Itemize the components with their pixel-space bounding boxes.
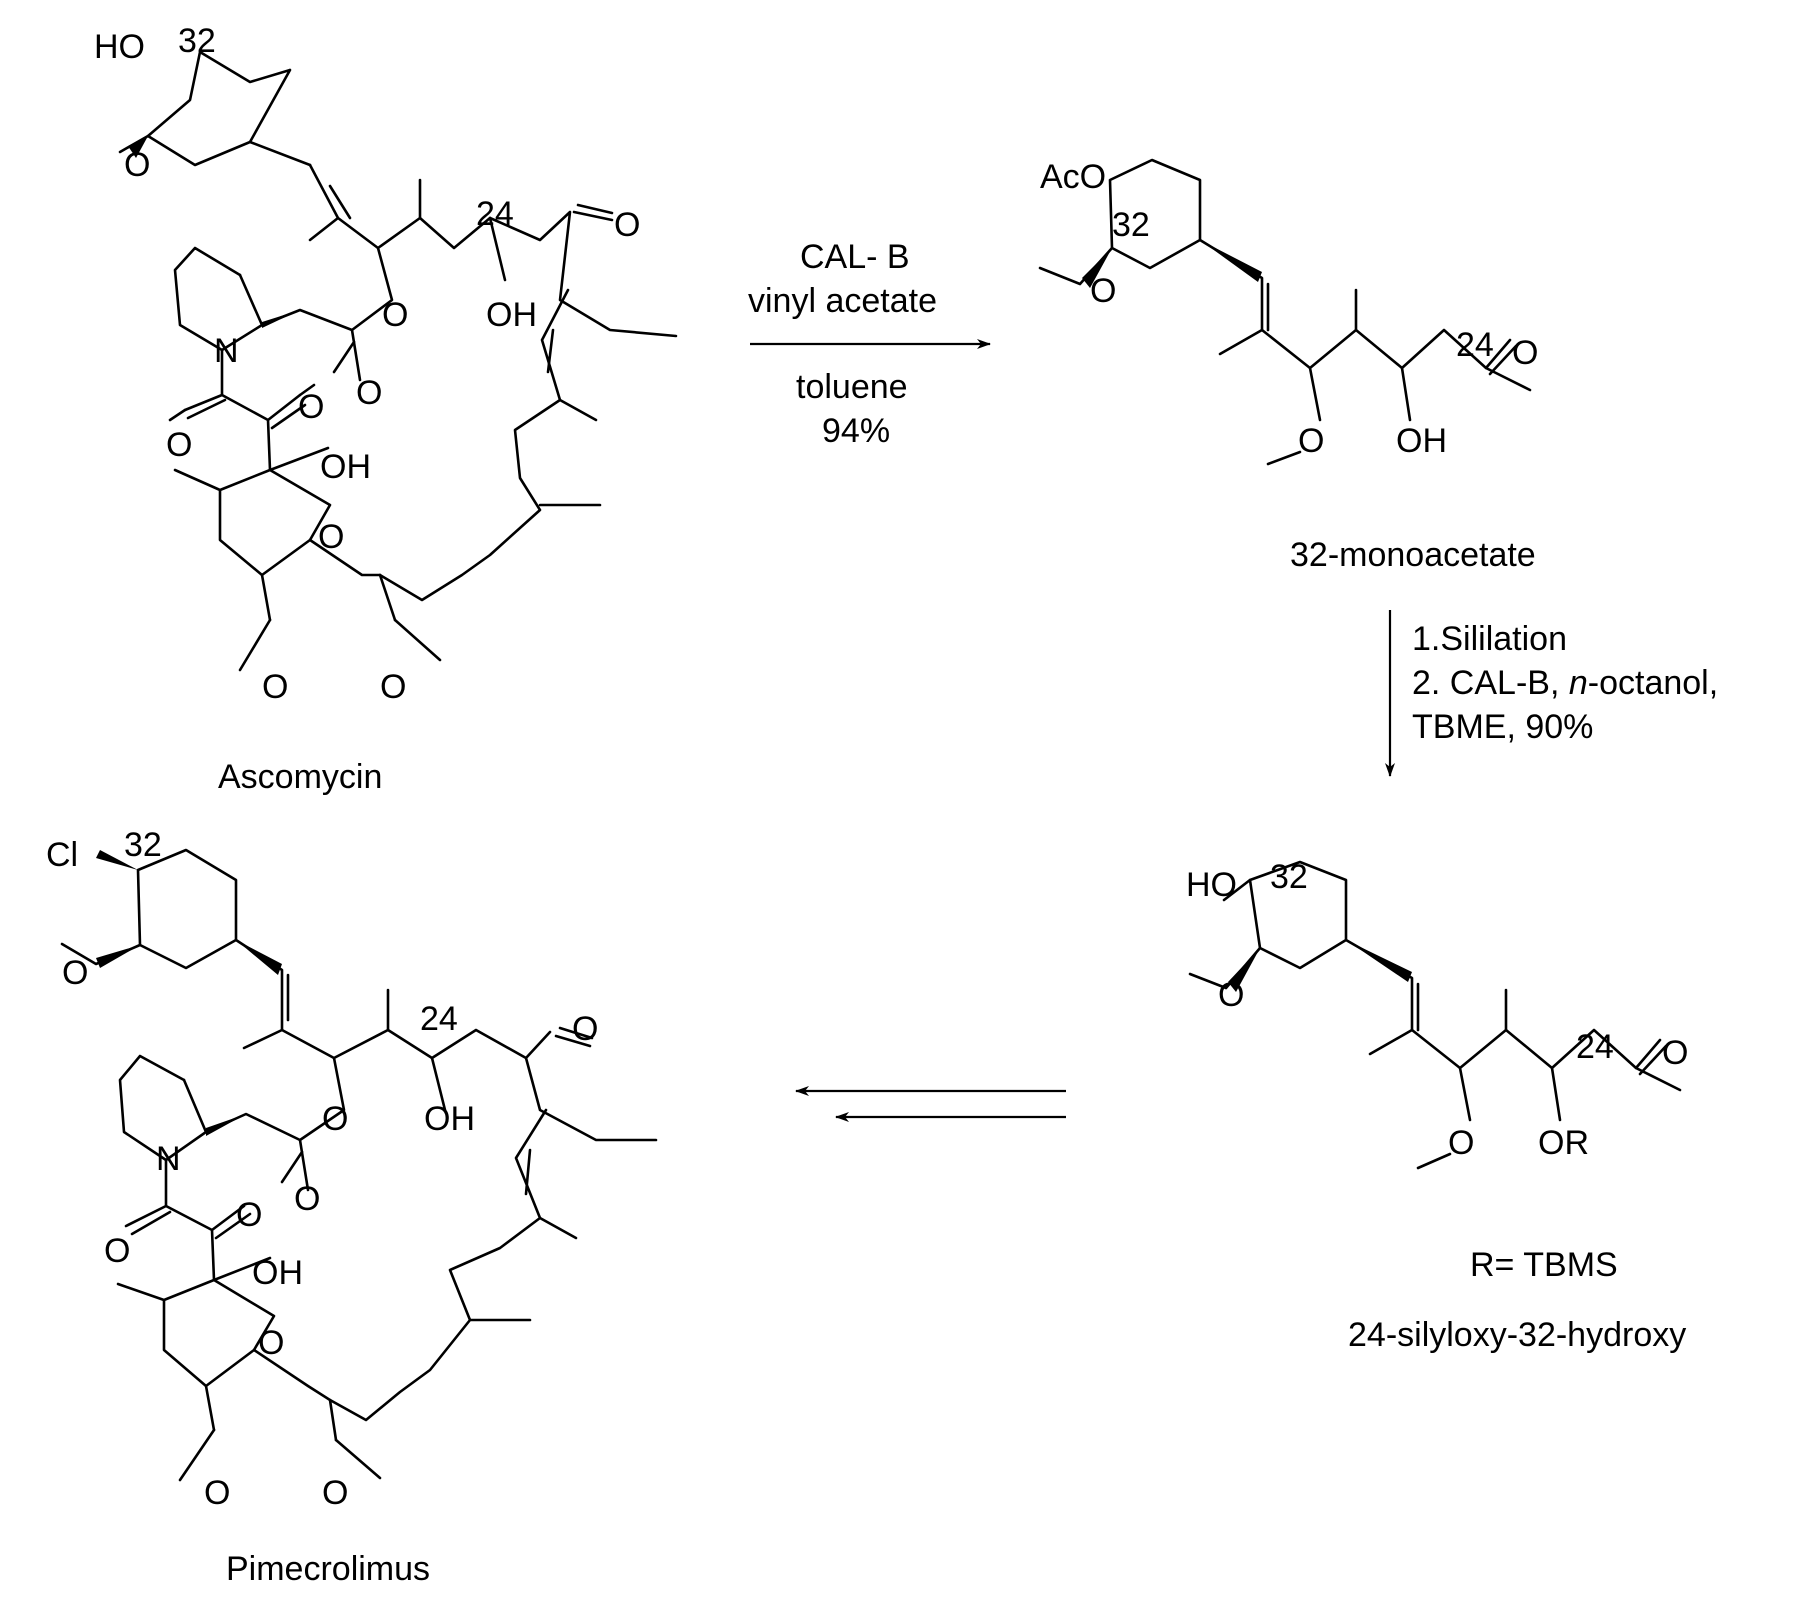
silyloxy-pos32-label: 32 [1270, 858, 1308, 896]
silyloxy-ho32-label: HO [1186, 866, 1237, 904]
reaction-step3 [795, 1086, 1066, 1122]
pimecrolimus-carbonyl-o-label: O [294, 1180, 320, 1218]
monoacetate-ketone-o-label: O [1512, 334, 1538, 372]
silyloxy-ketone-o-label: O [1662, 1034, 1688, 1072]
pimecrolimus-keto-o-label: O [236, 1196, 262, 1234]
ascomycin-ho32-label: HO [94, 28, 145, 66]
pimecrolimus-hemiketal-oh-label: OH [252, 1254, 303, 1292]
ascomycin-ester-o-label: O [382, 296, 408, 334]
ascomycin-carbonyl-o-label: O [356, 374, 382, 412]
ascomycin-methoxy3-o-label: O [380, 668, 406, 706]
ascomycin-hemiketal-oh-label: OH [320, 448, 371, 486]
ascomycin-oh24-label: OH [486, 296, 537, 334]
reaction-step2: 1.Sililation 2. CAL-B, n-octanol, TBME, … [1385, 610, 1718, 777]
ascomycin-ketone-o-label: O [614, 206, 640, 244]
pimecrolimus-cl-label: Cl [46, 836, 78, 874]
ascomycin-structure [118, 50, 678, 672]
pimecrolimus-name: Pimecrolimus [226, 1550, 430, 1588]
silyloxy-methoxy-o-label: O [1218, 976, 1244, 1014]
pimecrolimus-ketone-o-label: O [572, 1010, 598, 1048]
ascomycin-amide-o-label: O [166, 426, 192, 464]
pimecrolimus-methoxy2-o-label: O [204, 1474, 230, 1512]
silyloxy-r-definition: R= TBMS [1470, 1246, 1618, 1284]
silyloxy-or24-label: OR [1538, 1124, 1589, 1162]
monoacetate-pos32-label: 32 [1112, 206, 1150, 244]
ascomycin-methoxy2-o-label: O [262, 668, 288, 706]
pimecrolimus-methoxy1-o-label: O [62, 954, 88, 992]
reaction2-solvent-yield: TBME, 90% [1412, 708, 1593, 746]
monoacetate-name: 32-monoacetate [1290, 536, 1536, 574]
monoacetate-methoxy-o-label: O [1090, 272, 1116, 310]
monoacetate-oh24-label: OH [1396, 422, 1447, 460]
reaction2-silylation: 1.Sililation [1412, 620, 1567, 658]
reaction2-enzymatic-step: 2. CAL-B, n-octanol, [1412, 664, 1718, 702]
silyloxy-labels: HO 32 24 O O O OR R= TBMS 24-silyloxy-32… [1186, 858, 1688, 1354]
ascomycin-methoxy1-o-label: O [124, 146, 150, 184]
pimecrolimus-oh24-label: OH [424, 1100, 475, 1138]
reaction1-solvent: toluene [796, 368, 908, 406]
monoacetate-pos24-label: 24 [1456, 326, 1494, 364]
silyloxy-ether-o-label: O [1448, 1124, 1474, 1162]
ascomycin-pos32-label: 32 [178, 22, 216, 60]
monoacetate-ether-o-label: O [1298, 422, 1324, 460]
ascomycin-pos24-label: 24 [476, 195, 514, 233]
pimecrolimus-structure [60, 848, 658, 1482]
reaction-step1: CAL- B vinyl acetate toluene 94% [748, 238, 991, 450]
pimecrolimus-ester-o-label: O [322, 1100, 348, 1138]
ascomycin-labels: HO 32 24 O O OH N O O O OH O O O O Ascom… [94, 22, 640, 796]
silyloxy-pos24-label: 24 [1576, 1028, 1614, 1066]
ascomycin-name: Ascomycin [218, 758, 382, 796]
ascomycin-n-label: N [214, 332, 239, 370]
silyloxy-name: 24-silyloxy-32-hydroxy [1348, 1316, 1686, 1354]
monoacetate-aco-label: AcO [1040, 158, 1106, 196]
reaction1-reagent: vinyl acetate [748, 282, 937, 320]
pimecrolimus-pos24-label: 24 [420, 1000, 458, 1038]
silyloxy-structure [1188, 860, 1682, 1170]
pimecrolimus-methoxy3-o-label: O [322, 1474, 348, 1512]
monoacetate-labels: AcO 32 24 O O O OH 32-monoacetate [1040, 158, 1538, 574]
monoacetate-structure [1038, 158, 1532, 466]
pimecrolimus-ring-o-label: O [258, 1324, 284, 1362]
pimecrolimus-n-label: N [156, 1140, 181, 1178]
pimecrolimus-pos32-label: 32 [124, 826, 162, 864]
ascomycin-ring-o-label: O [318, 518, 344, 556]
reaction1-catalyst: CAL- B [800, 238, 910, 276]
ascomycin-keto-o-label: O [298, 388, 324, 426]
pimecrolimus-labels: Cl 32 24 O O O OH N O O O OH O O O Pimec… [46, 826, 598, 1588]
reaction1-yield: 94% [822, 412, 890, 450]
pimecrolimus-amide-o-label: O [104, 1232, 130, 1270]
